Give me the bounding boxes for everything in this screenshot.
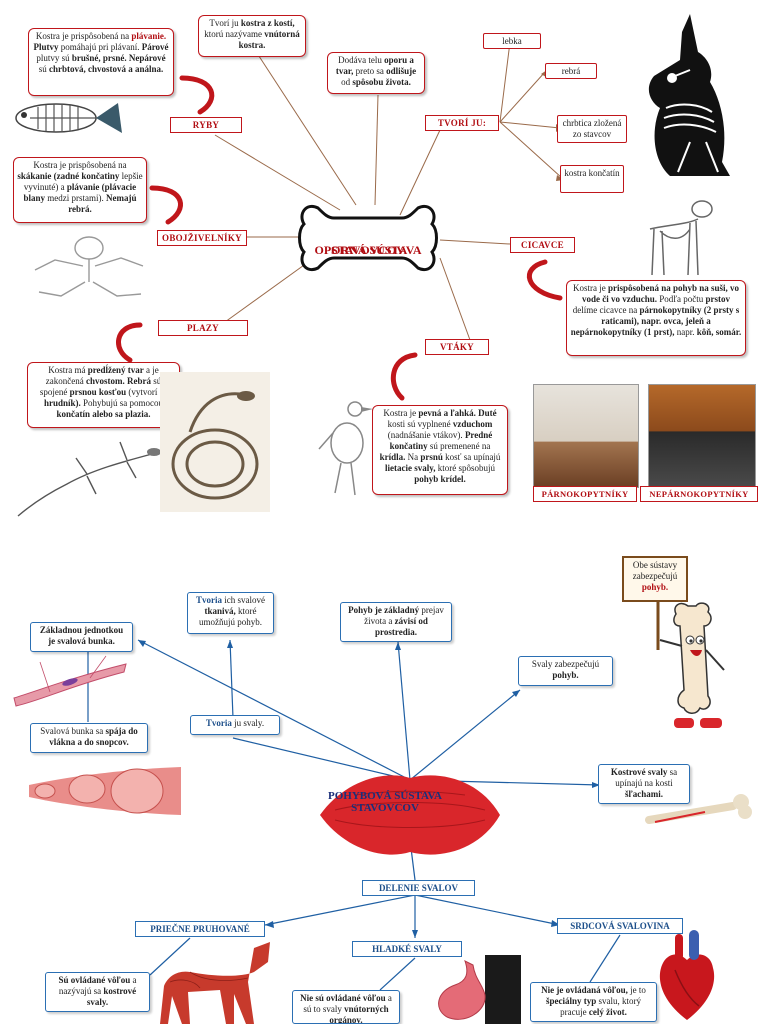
dog-skeleton-icon bbox=[649, 200, 713, 276]
horse-muscles-icon bbox=[160, 942, 270, 1024]
part-rebra: rebrá bbox=[545, 63, 597, 79]
delenie-svalov-label: DELENIE SVALOV bbox=[362, 880, 475, 896]
muscle-cell-icon bbox=[13, 655, 127, 707]
label-obojzivelniky: OBOJŽIVELNÍKY bbox=[157, 230, 247, 246]
hoof-horse-icon bbox=[648, 384, 756, 488]
label-plazy: PLAZY bbox=[158, 320, 248, 336]
plazy-description: Kostra má predĺžený tvar a je zakončená … bbox=[27, 362, 180, 428]
heart-icon bbox=[659, 930, 715, 1020]
lizard-skeleton-icon bbox=[17, 441, 161, 517]
obojzivelniky-description: Kostra je prispôsobená na skákanie (zadn… bbox=[13, 157, 147, 223]
type-priecne-pruhovane: PRIEČNE PRUHOVANÉ bbox=[135, 921, 265, 937]
stomach-icon bbox=[438, 955, 521, 1024]
svalove-tkaniva-box: Tvoria ich svalové tkanivá, ktoré umožňu… bbox=[187, 592, 274, 634]
hoof-cloven-icon bbox=[533, 384, 639, 488]
type-hladke-svaly: HLADKÉ SVALY bbox=[352, 941, 462, 957]
tvoria-ju-svaly-box: Tvoria ju svaly. bbox=[190, 715, 280, 735]
muscle-icon bbox=[320, 775, 500, 855]
bone-tendon-icon bbox=[645, 794, 752, 824]
vtaky-description: Kostra je pevná a ľahká. Duté kosti sú v… bbox=[372, 405, 508, 495]
cicavce-description: Kostra je prispôsobená na pohyb na suši,… bbox=[566, 280, 746, 356]
ryby-description: Kostra je prispôsobená na plávanie. Plut… bbox=[28, 28, 174, 96]
vnutorna-kostra-box: Tvorí ju kostra z kostí, ktorú nazývame … bbox=[198, 15, 306, 57]
part-lebka: lebka bbox=[483, 33, 541, 49]
opora-box: Dodáva telu oporu a tvar, preto sa odliš… bbox=[327, 52, 425, 94]
label-cicavce: CICAVCE bbox=[510, 237, 575, 253]
part-koncatiny: kostra končatín bbox=[560, 165, 624, 193]
pohyb-zakladny-box: Pohyb je základný prejav života a závisí… bbox=[340, 602, 452, 642]
label-neparnokopytniky: NEPÁRNOKOPYTNÍKY bbox=[640, 486, 758, 502]
part-chrbtica: chrbtica zložená zo stavcov bbox=[557, 115, 627, 143]
frog-skeleton-icon bbox=[34, 236, 144, 297]
label-ryby: RYBY bbox=[170, 117, 242, 133]
label-tvoria-ju: TVORÍ JU: bbox=[425, 115, 499, 131]
hladke-description: Nie sú ovládané vôľou a sú to svaly vnút… bbox=[292, 990, 400, 1024]
bird-skeleton-icon bbox=[318, 401, 373, 496]
label-parnokopytniky: PÁRNOKOPYTNÍKY bbox=[533, 486, 637, 502]
sign-box: Obe sústavy zabezpečujú pohyb. bbox=[622, 556, 688, 602]
svalova-bunka-box: Svalová bunka sa spája do vlákna a do sn… bbox=[30, 723, 148, 753]
srdcova-description: Nie je ovládaná vôľou, je to špeciálny t… bbox=[530, 982, 657, 1022]
fish-skeleton-icon bbox=[15, 103, 122, 133]
snake-skeleton-icon bbox=[160, 372, 270, 512]
center-line2: STAVOVCOV bbox=[331, 243, 405, 257]
bone-icon bbox=[298, 205, 438, 271]
type-srdcova-svalovina: SRDCOVÁ SVALOVINA bbox=[557, 918, 683, 934]
priecne-description: Sú ovládané vôľou a nazývajú sa kostrové… bbox=[45, 972, 150, 1012]
center-line1: OPORNÁ SÚSTAVA bbox=[314, 243, 422, 257]
muscle-fiber-icon bbox=[29, 767, 181, 815]
bone-cartoon-icon bbox=[656, 600, 725, 728]
label-vtaky: VTÁKY bbox=[425, 339, 489, 355]
kostrove-svaly-box: Kostrové svaly sa upínajú na kosti šľach… bbox=[598, 764, 690, 804]
rabbit-skeleton-icon bbox=[648, 14, 730, 176]
